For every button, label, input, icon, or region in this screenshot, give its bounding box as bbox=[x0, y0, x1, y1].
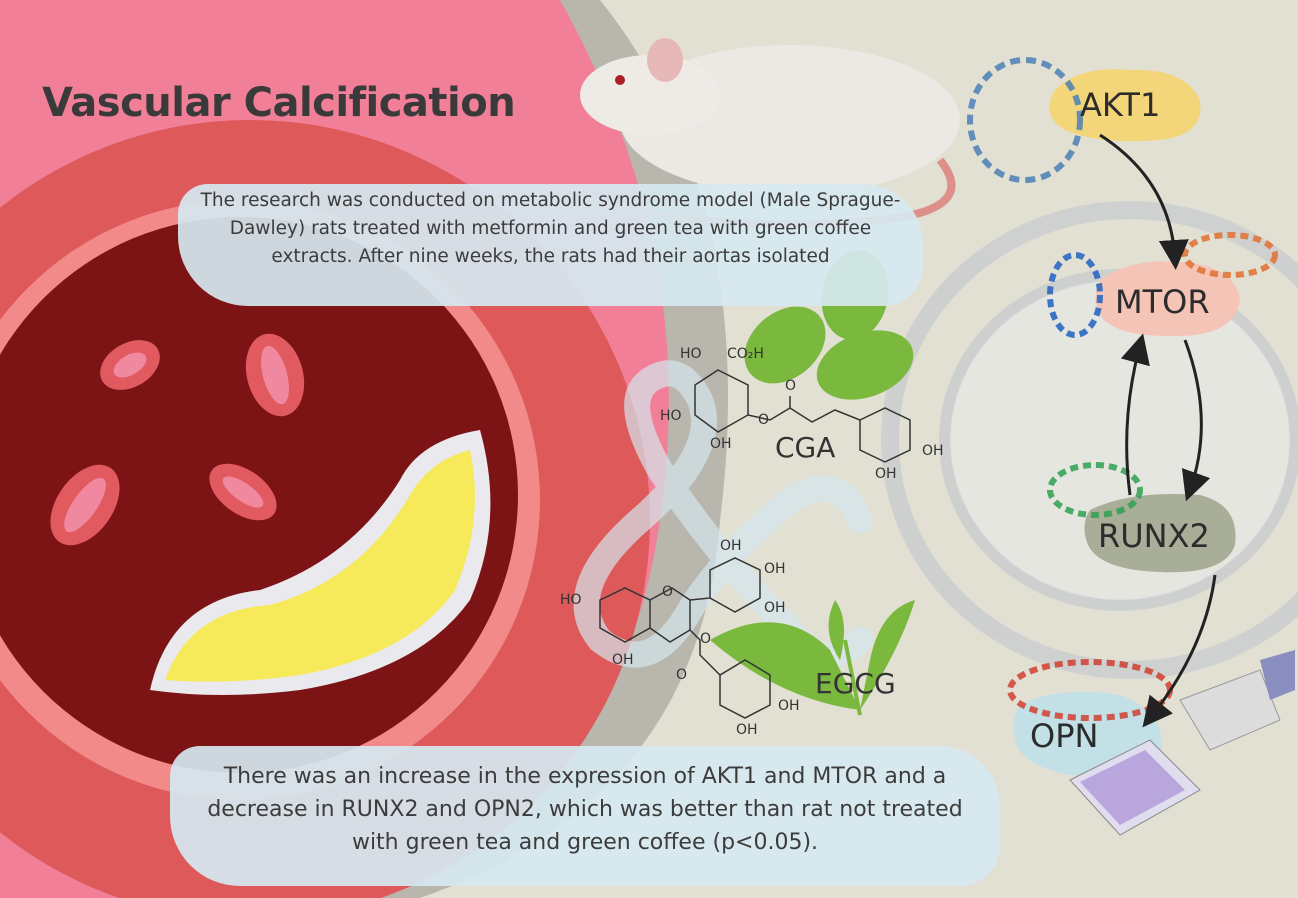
atom-label: O bbox=[700, 631, 712, 647]
intro-textbox: The research was conducted on metabolic … bbox=[178, 184, 923, 306]
node-akt1: AKT1 bbox=[1080, 86, 1161, 124]
mtor-blob bbox=[1095, 261, 1240, 337]
node-opn: OPN bbox=[1030, 717, 1099, 755]
atom-label: CO₂H bbox=[727, 346, 764, 362]
atom-label: OH bbox=[612, 652, 634, 668]
atom-label: OH bbox=[875, 466, 897, 482]
atom-label: OH bbox=[764, 600, 786, 616]
atom-label: OH bbox=[764, 561, 786, 577]
atom-label: O bbox=[676, 667, 688, 683]
tea-leaf-icon bbox=[710, 600, 915, 716]
pathway-arrows bbox=[1099, 133, 1217, 728]
microplate-pipette-icon bbox=[1069, 650, 1295, 836]
node-mtor: MTOR bbox=[1115, 283, 1210, 321]
atom-label: OH bbox=[778, 698, 800, 714]
egcg-structure bbox=[599, 557, 771, 719]
cga-structure bbox=[694, 369, 911, 463]
atom-label: OH bbox=[922, 443, 944, 459]
atom-label: HO bbox=[680, 346, 702, 362]
egcg-label: EGCG bbox=[815, 667, 896, 700]
ampersand-decoration bbox=[573, 360, 873, 668]
page-title: Vascular Calcification bbox=[42, 80, 516, 126]
red-blood-cells bbox=[50, 333, 305, 546]
result-textbox: There was an increase in the expression … bbox=[170, 746, 1000, 886]
atom-label: OH bbox=[710, 436, 732, 452]
atom-label: OH bbox=[736, 722, 758, 738]
atom-label: O bbox=[758, 412, 770, 428]
atom-label: O bbox=[785, 378, 797, 394]
node-runx2: RUNX2 bbox=[1098, 517, 1210, 555]
atom-label: HO bbox=[560, 592, 582, 608]
runx2-blob bbox=[1084, 494, 1236, 573]
atom-label: HO bbox=[660, 408, 682, 424]
cga-label: CGA bbox=[775, 431, 836, 464]
akt1-blob bbox=[1049, 69, 1201, 142]
atom-label: O bbox=[662, 584, 674, 600]
plaque-core bbox=[165, 450, 475, 682]
atom-label: OH bbox=[720, 538, 742, 554]
